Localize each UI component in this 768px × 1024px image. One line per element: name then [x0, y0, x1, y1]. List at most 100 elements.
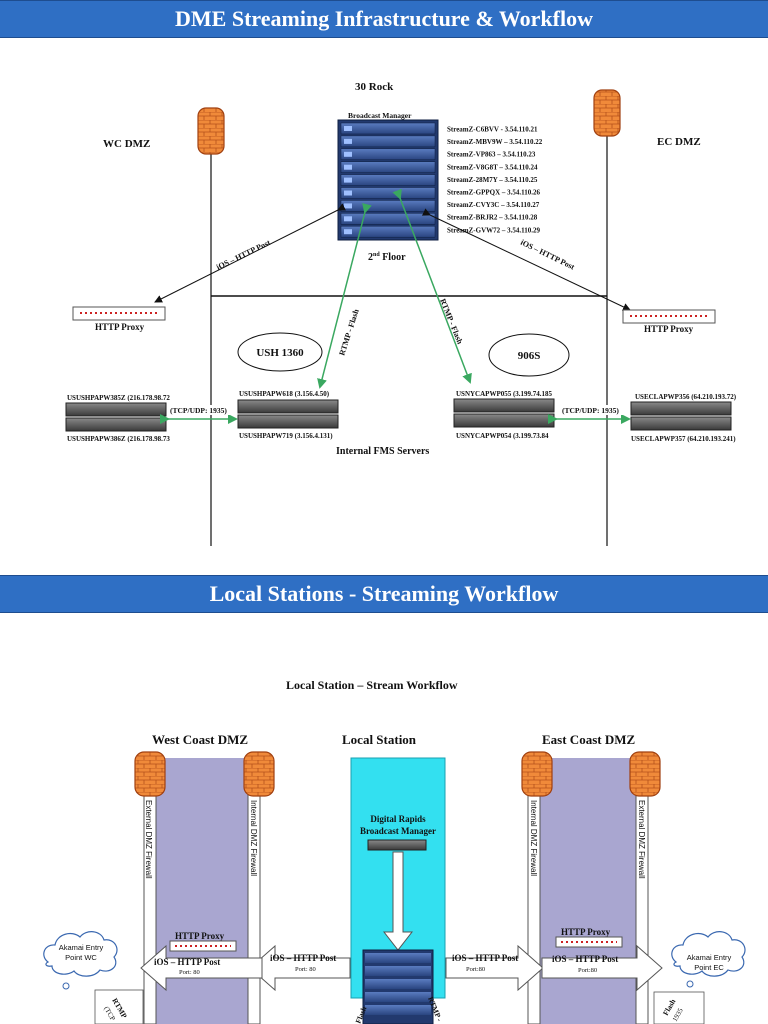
rack-unit-led [344, 216, 352, 222]
stream-server-entry: StreamZ-28M7Y – 3.54.110.25 [447, 176, 538, 184]
server-unit [65, 417, 167, 432]
firewall-icon [197, 107, 225, 155]
west-coast-dmz-label: West Coast DMZ [152, 732, 248, 747]
digital-rapids-label-2: Broadcast Manager [360, 826, 436, 836]
firewall-icon [593, 89, 621, 137]
http-proxy-ec [555, 936, 623, 948]
local-station-label: Local Station [342, 732, 417, 747]
server-mid-left-1-label: USUSHPAPW618 (3.156.4.50) [239, 390, 330, 398]
rack-unit-led [344, 151, 352, 157]
rack-unit [340, 187, 436, 199]
slide2-title-banner: Local Stations - Streaming Workflow [0, 575, 768, 613]
server-mid-left-2-label: USUSHPAPW719 (3.156.4.131) [239, 432, 333, 440]
port-ec-ext: Port:80 [578, 967, 597, 974]
ec-dmz-label: EC DMZ [657, 136, 701, 148]
stream-server-entry: StreamZ-VP863 – 3.54.110.23 [447, 151, 536, 159]
firewall-icon [521, 751, 553, 797]
rack-unit [340, 135, 436, 148]
server-mid-right-1-label: USNYCAPWP055 (3.199.74.185 [456, 390, 553, 398]
wc-internal-firewall-label: Internal DMZ Firewall [249, 800, 258, 876]
ec-external-firewall-label: External DMZ Firewall [637, 800, 646, 879]
http-proxy-wc [169, 940, 237, 952]
stream-server-list: StreamZ-C6BVV - 3.54.110.21StreamZ-MBV9W… [447, 126, 543, 235]
rack-unit [340, 200, 436, 212]
firewall-icon [134, 751, 166, 797]
ios-post-ec-ext: iOS – HTTP Post [552, 954, 618, 964]
ios-post-wc-int: iOS – HTTP Post [270, 953, 336, 963]
flash-box-ec [653, 991, 705, 1024]
rtmp-arrow-right [392, 188, 472, 384]
internal-fms-label: Internal FMS Servers [336, 446, 429, 457]
stream-server-entry: StreamZ-BRJR2 – 3.54.110.28 [447, 214, 538, 222]
rack-unit-led [344, 138, 352, 144]
slide2-diagram: Local Station – Stream Workflow West Coa… [43, 678, 746, 1024]
arrow-to-ec-external [541, 944, 663, 992]
tcp-udp-right-label: (TCP/UDP: 1935) [562, 406, 619, 415]
rack-unit [340, 161, 436, 173]
server-left-2-label: USUSHPAPW386Z (216.178.98.73 [67, 435, 170, 443]
arrow-to-wc-external [140, 944, 263, 992]
ios-arrow-left [154, 203, 347, 303]
server-left-1-label: USUSHPAPW385Z (216.178.98.72 [67, 394, 170, 402]
stream-server-entry: StreamZ-MBV9W – 3.54.110.22 [447, 138, 543, 146]
http-proxy-right-label: HTTP Proxy [644, 324, 694, 334]
rtmp-arrow-left [317, 203, 372, 389]
slide1-title: DME Streaming Infrastructure & Workflow [175, 6, 593, 31]
http-proxy-left-label: HTTP Proxy [95, 322, 145, 332]
server-unit [237, 414, 339, 429]
rack-unit-led [344, 190, 352, 196]
server-right-1-label: USECLAPWP356 (64.210.193.72) [635, 393, 737, 401]
server-right-2-label: USECLAPWP357 (64.210.193.241) [631, 435, 736, 443]
rtmp-right-label: RTMP - Flash [438, 297, 465, 346]
slide1-diagram: 30 Rock WC DMZ EC DMZ Broadcast Manager … [65, 81, 737, 546]
ios-post-left-label: iOS – HTTP Post [215, 238, 272, 272]
akamai-ec-cloud-icon [671, 931, 746, 988]
stream-server-entry: StreamZ-CVY3C – 3.54.110.27 [447, 201, 540, 209]
stream-server-entry: StreamZ-C6BVV - 3.54.110.21 [447, 126, 538, 134]
location-30rock: 30 Rock [355, 81, 394, 93]
akamai-wc-label-1: Akamai Entry [59, 943, 104, 952]
akamai-wc-cloud-icon [43, 931, 118, 990]
ios-post-ec-int: iOS – HTTP Post [452, 953, 518, 963]
port-wc-ext: Port: 80 [179, 969, 200, 976]
port-wc-int: Port: 80 [295, 966, 316, 973]
server-unit [630, 416, 732, 431]
ush-site-ellipse [237, 332, 323, 372]
rack-unit-led [344, 126, 352, 131]
server-unit [453, 413, 555, 428]
rack-unit [340, 148, 436, 161]
broadcast-manager-label: Broadcast Manager [348, 111, 412, 120]
rtmp-box-wc [94, 989, 144, 1024]
ush-label: USH 1360 [256, 347, 304, 359]
arrow-to-ec-internal [445, 944, 544, 992]
rack-unit [340, 174, 436, 186]
stream-server-entry: StreamZ-GPPQX – 3.54.110.26 [447, 189, 541, 197]
east-dmz-zone [540, 758, 636, 1024]
tcp-udp-left-label: (TCP/UDP: 1935) [170, 406, 227, 415]
server-unit [630, 401, 732, 416]
server-unit [453, 398, 555, 413]
akamai-wc-label-2: Point WC [65, 953, 97, 962]
906s-site-ellipse [488, 333, 570, 377]
rack-unit-led [344, 164, 352, 170]
wc-external-firewall-label: External DMZ Firewall [144, 800, 153, 879]
down-arrow [382, 851, 414, 951]
akamai-ec-label-1: Akamai Entry [687, 953, 732, 962]
http-proxy-wc-label: HTTP Proxy [175, 931, 225, 941]
east-coast-dmz-label: East Coast DMZ [542, 732, 635, 747]
akamai-ec-label-2: Point EC [694, 963, 724, 972]
west-dmz-zone [156, 758, 248, 1024]
slide2-title: Local Stations - Streaming Workflow [209, 581, 559, 606]
stream-server-entry: StreamZ-GVW72 – 3.54.110.29 [447, 226, 541, 234]
rack-unit [340, 225, 436, 238]
rtmp-left-label: RTMP - Flash [337, 308, 361, 357]
http-proxy-right [622, 309, 716, 324]
stream-server-entry: StreamZ-V8G8T – 3.54.110.24 [447, 163, 538, 171]
firewall-icon [243, 751, 275, 797]
arrow-to-wc-internal [249, 944, 351, 992]
digital-rapids-label-1: Digital Rapids [370, 814, 426, 824]
rack-unit-led [344, 229, 352, 235]
server-unit [237, 399, 339, 414]
ec-internal-firewall-label: Internal DMZ Firewall [529, 800, 538, 876]
rack-unit-led [344, 203, 352, 209]
